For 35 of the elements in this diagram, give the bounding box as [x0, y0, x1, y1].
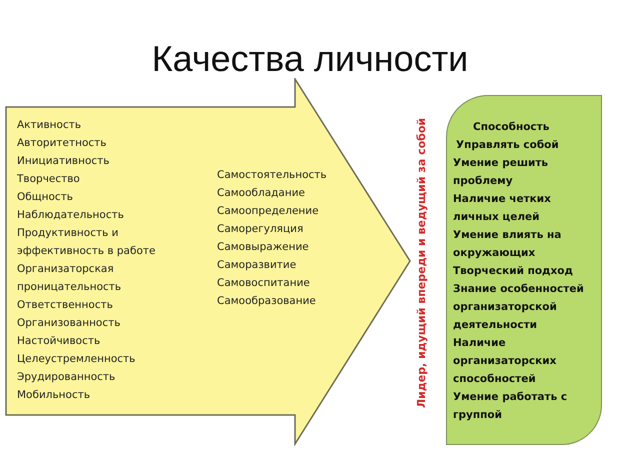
heading: Способность [473, 120, 550, 135]
list-item: Самовоспитание [217, 276, 310, 291]
list-item: Активность [17, 118, 82, 133]
list-item: Самостоятельность [217, 168, 327, 183]
list-item: Саморазвитие [217, 258, 296, 273]
list-item: Самообразование [217, 294, 316, 309]
list-item: Наблюдательность [17, 208, 124, 223]
list-item: Организованность [17, 316, 120, 331]
arrow-shape [5, 78, 412, 446]
list-item: Организаторская проницательность [17, 262, 122, 295]
rounded-panel [446, 95, 602, 445]
vertical-caption: Лидер, идущий впереди и ведущий за собой [414, 116, 429, 410]
list-item: Мобильность [17, 388, 90, 403]
list-item: Авторитетность [17, 136, 106, 151]
list-item: Наличие организаторских способностей [453, 336, 558, 387]
list-item: Инициативность [17, 154, 110, 169]
list-item: Настойчивость [17, 334, 100, 349]
title: Качества личности [150, 38, 470, 80]
list-item: Ответственность [17, 298, 113, 313]
list-item: Творческий подход [453, 264, 574, 279]
list-item: Самоопределение [217, 204, 319, 219]
list-item: Самообладание [217, 186, 305, 201]
list-item: Самовыражение [217, 240, 309, 255]
list-item: Наличие четких личных целей [453, 192, 552, 225]
list-item: Знание особенностей организаторской деятельности [453, 282, 585, 333]
list-item: Управлять собой [456, 138, 559, 153]
list-item: Общность [17, 190, 73, 205]
list-item: Саморегуляция [217, 222, 304, 237]
list-item: Эрудированность [17, 370, 116, 385]
list-item: Умение влиять на окружающих [453, 228, 562, 261]
list-item: Целеустремленность [17, 352, 136, 367]
list-item: Продуктивность и эффективность в работе [17, 226, 156, 259]
list-item: Умение решить проблему [453, 156, 550, 189]
list-item: Умение работать с группой [453, 390, 568, 423]
list-item: Творчество [17, 172, 80, 187]
